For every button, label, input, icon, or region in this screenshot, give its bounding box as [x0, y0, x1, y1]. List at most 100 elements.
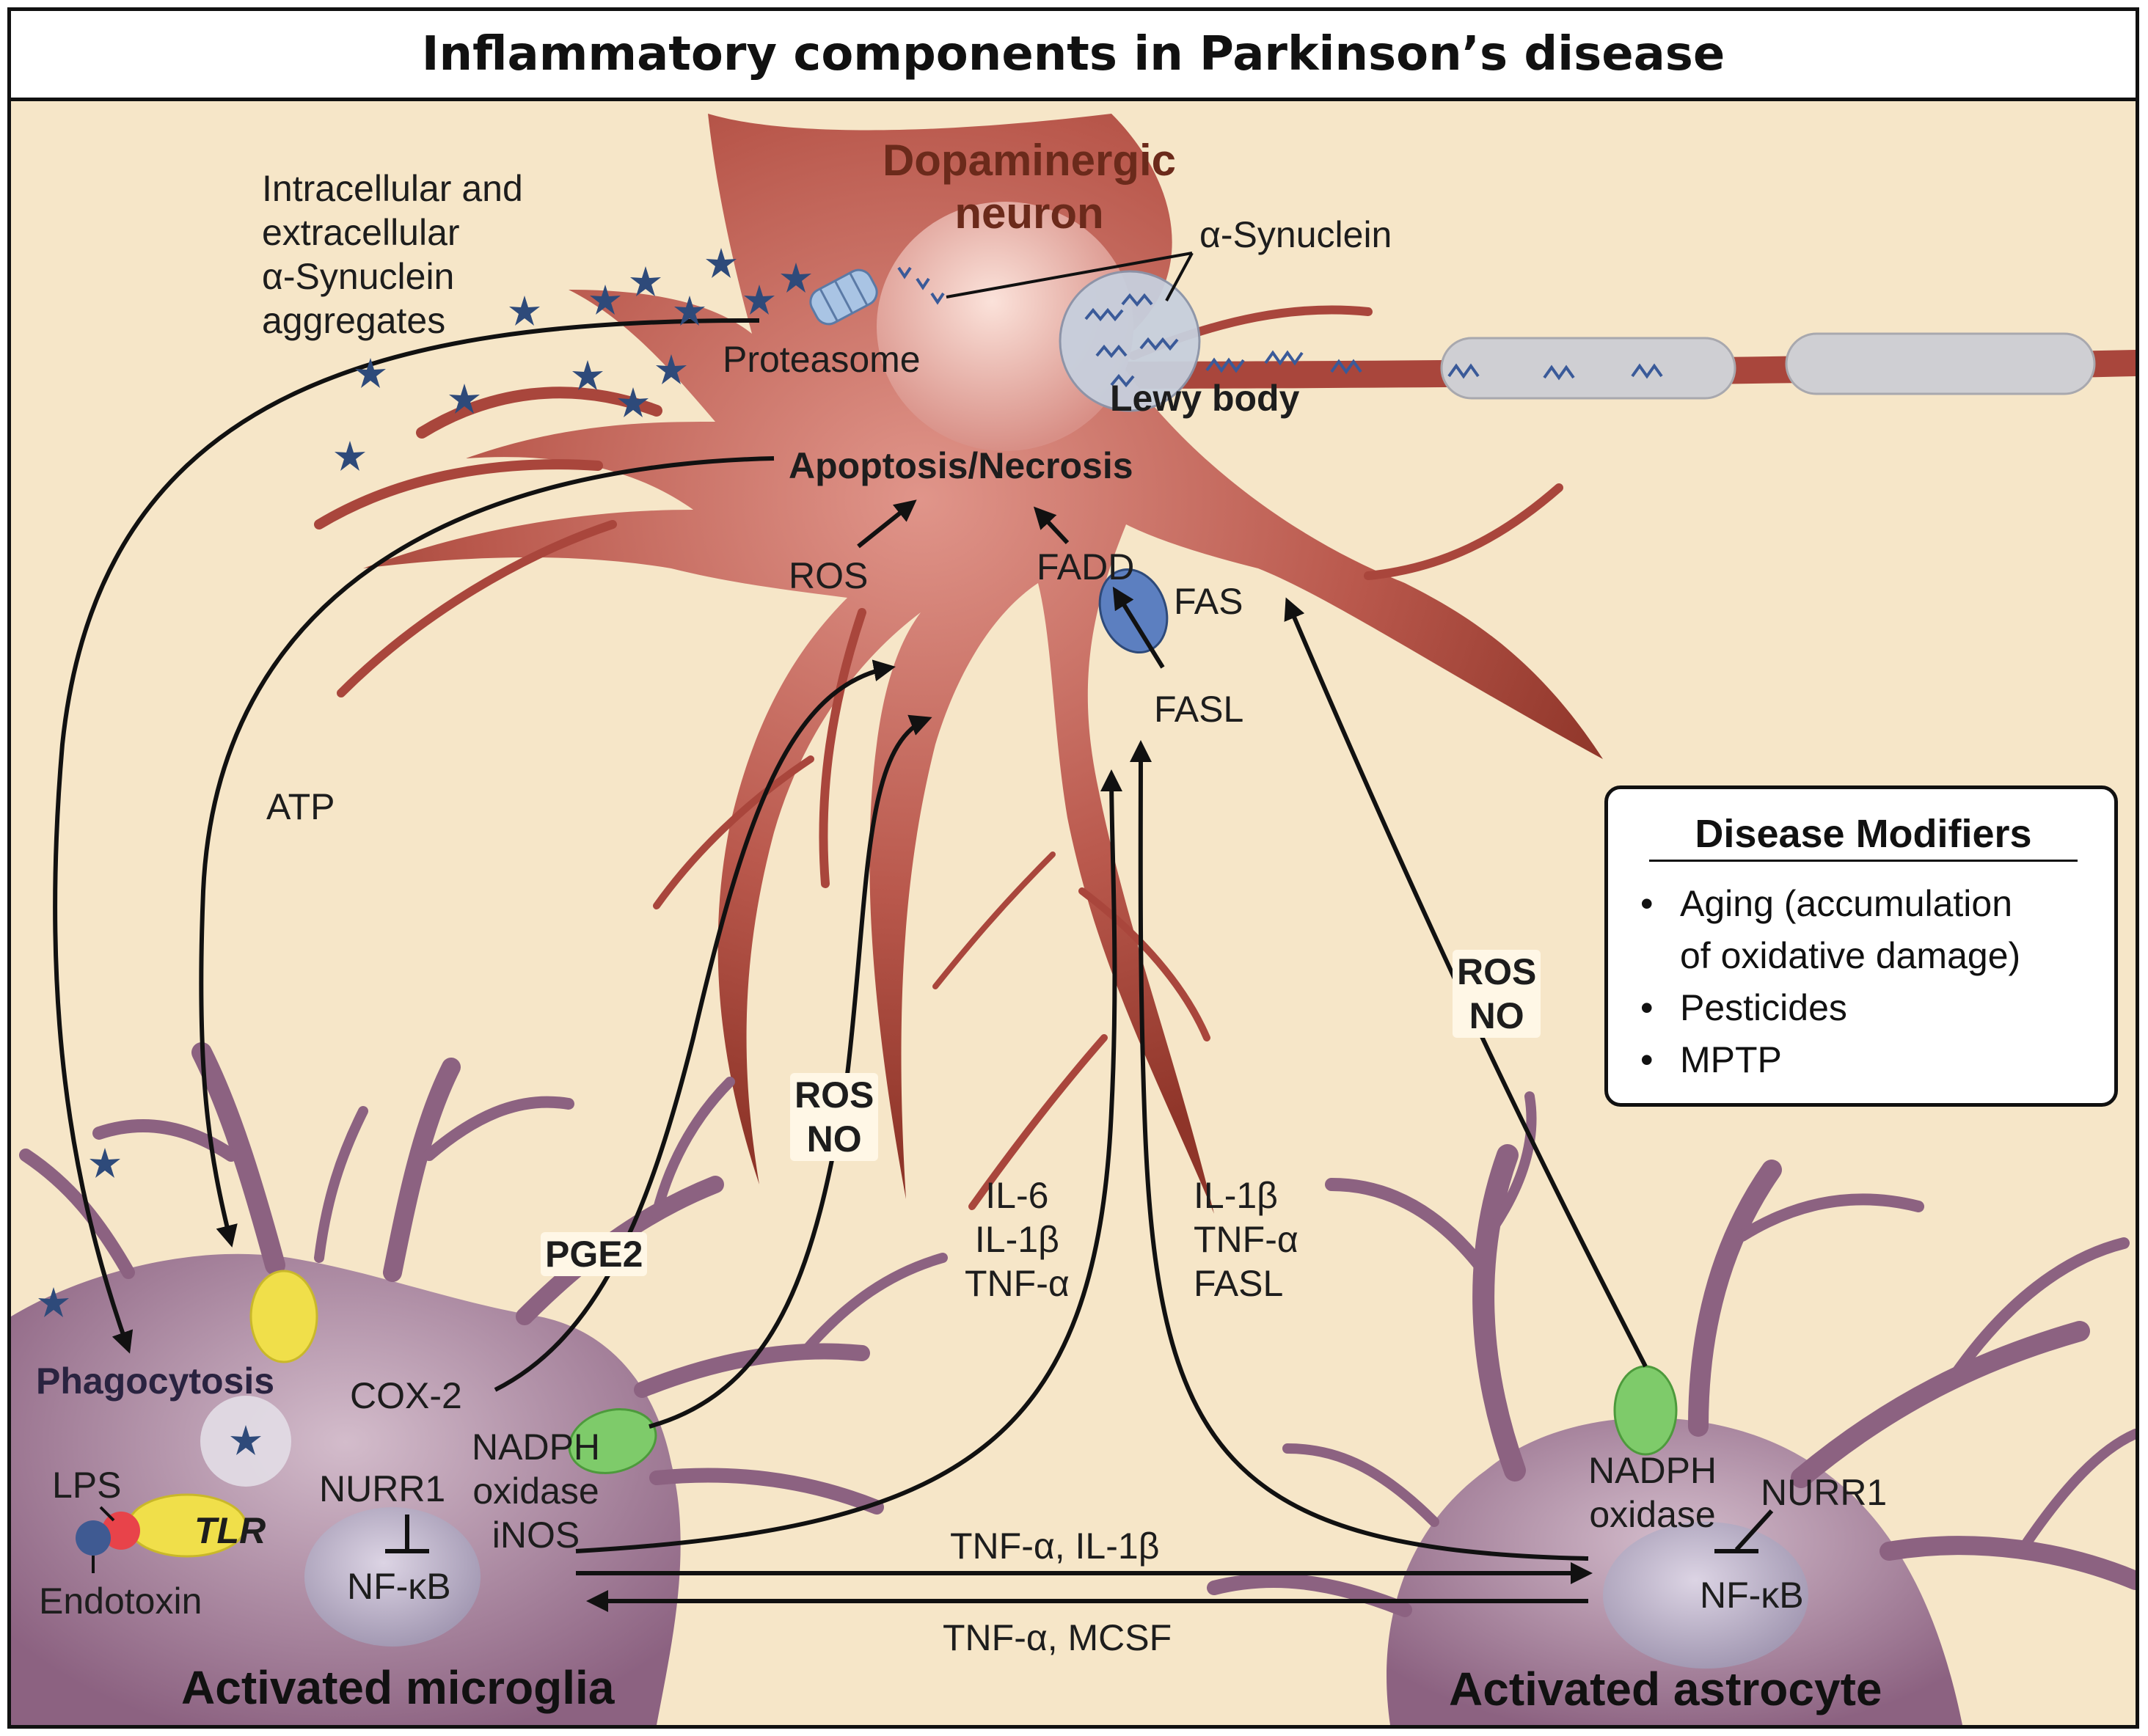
signal-arrows: [53, 318, 1648, 1612]
microglia-nadph-oxidase: [568, 1408, 657, 1474]
astrocyte-nfkb-label: NF-κB: [1700, 1575, 1804, 1616]
aggregate-star: [38, 1287, 69, 1317]
microglia-cell: [11, 1042, 948, 1725]
to-microglia-label: TNF-α, MCSF: [943, 1617, 1172, 1658]
lps-molecule: [102, 1512, 140, 1550]
astrocyte-nurr1-label: NURR1: [1761, 1472, 1888, 1513]
modifier-item-pesticides: Pesticides: [1634, 982, 2092, 1034]
aggregate-star: [618, 387, 649, 417]
cytokine-il1b-astro: IL-1β: [1194, 1175, 1278, 1216]
tlr-label: TLR: [194, 1510, 266, 1551]
astrocyte-nadph-line1: NADPH: [1588, 1450, 1717, 1491]
arrow-pge2: [494, 659, 896, 1392]
astrocyte-nucleus: [1603, 1522, 1808, 1669]
microglia-nfkb-label: NF-κB: [347, 1566, 451, 1607]
microglia-no-text: NO: [806, 1118, 862, 1160]
atp-label: ATP: [266, 786, 335, 827]
astrocyte-ros-text: ROS: [1457, 951, 1537, 992]
aggregate-star: [335, 441, 365, 471]
aggregates-label-line4: aggregates: [262, 300, 446, 341]
diagram-artwork: [11, 114, 2136, 1725]
modifier-item-mptp: MPTP: [1634, 1034, 2092, 1086]
aggregate-star: [449, 384, 480, 414]
astrocyte-nadph-label: NADPH oxidase: [1588, 1449, 1717, 1537]
lps-pointer: [99, 1506, 115, 1522]
to-astrocyte-label: TNF-α, IL-1β: [950, 1526, 1160, 1567]
cytokine-tnfa-astro: TNF-α: [1194, 1219, 1298, 1260]
astrocyte-nadph-oxidase: [1613, 1365, 1678, 1456]
aggregates-label-line1: Intracellular and: [262, 168, 523, 209]
aggregate-star: [674, 296, 705, 326]
aggregate-star: [630, 266, 661, 296]
microglia-ros-no-label: ROS NO: [790, 1073, 879, 1161]
aggregate-star: [656, 354, 687, 384]
aggregate-stars: [38, 248, 811, 1455]
proteasome: [809, 268, 878, 326]
aggregate-star: [355, 358, 386, 388]
ros-label: ROS: [789, 555, 869, 596]
alpha-synuclein-label: α-Synuclein: [1199, 214, 1392, 255]
arrow-astrocyte-cytokines: [1129, 740, 1589, 1561]
disease-modifiers-list: Aging (accumulation of oxidative damage)…: [1634, 878, 2092, 1086]
microglia-inos: iNOS: [492, 1515, 580, 1556]
arrow-atp: [199, 456, 775, 1248]
axon-synuclein-fibrils: [1205, 350, 1663, 381]
endotoxin-label: Endotoxin: [39, 1581, 202, 1622]
aggregate-star: [572, 360, 603, 390]
astrocyte-title: Activated astrocyte: [1449, 1663, 1882, 1715]
aggregate-star: [590, 285, 621, 315]
cytokine-fasl-astro: FASL: [1194, 1263, 1284, 1304]
lewy-body: [1059, 270, 1201, 412]
proteasome-label: Proteasome: [723, 339, 921, 380]
synuclein-monomers: [897, 266, 945, 305]
astrocyte-cytokines-label: IL-1β TNF-α FASL: [1194, 1173, 1298, 1305]
astrocyte-ros-no-label: ROS NO: [1453, 950, 1541, 1038]
microglia-nucleus: [304, 1507, 481, 1647]
cytokine-tnfa: TNF-α: [965, 1263, 1070, 1304]
aggregate-star: [706, 248, 737, 278]
fadd-label: FADD: [1037, 546, 1135, 587]
neuron-nucleus: [877, 202, 1133, 451]
aggregates-label-line2: extracellular: [262, 212, 460, 253]
microglia-ros-text: ROS: [794, 1074, 874, 1116]
aggregate-star: [744, 285, 775, 315]
fasl-label: FASL: [1154, 689, 1244, 730]
microglia-nadph-line2: oxidase: [472, 1471, 599, 1512]
cox2-label: COX-2: [350, 1375, 462, 1416]
arrow-fadd-to-apoptosis: [1033, 506, 1070, 545]
microglia-cytokines-label: IL-6 IL-1β TNF-α: [965, 1173, 1070, 1305]
synuclein-pointer-2: [1165, 252, 1194, 301]
microglia-title: Activated microglia: [181, 1661, 615, 1714]
modifier-item-aging-cont: of oxidative damage): [1680, 935, 2021, 976]
cytokine-il1b: IL-1β: [974, 1219, 1059, 1260]
arrow-ros-to-apoptosis: [857, 499, 917, 549]
microglia-nurr1-label: NURR1: [319, 1468, 446, 1509]
astrocyte-nadph-line2: oxidase: [1589, 1494, 1716, 1535]
phagocytosis-receptor: [249, 1270, 318, 1363]
pge2-label: PGE2: [541, 1232, 648, 1276]
diagram-frame: Inflammatory components in Parkinson’s d…: [7, 7, 2139, 1729]
diagram-title: Inflammatory components in Parkinson’s d…: [421, 27, 1725, 81]
lewy-body-label: Lewy body: [1110, 378, 1300, 419]
apoptosis-label: Apoptosis/Necrosis: [789, 445, 1133, 486]
endotoxin-molecule: [76, 1520, 111, 1556]
neuron-label: Dopaminergic neuron: [839, 134, 1220, 240]
aggregate-star: [90, 1148, 120, 1178]
arrow-fasl-to-fas: [1112, 586, 1165, 669]
microglia-nadph-line1: NADPH: [472, 1426, 601, 1468]
modifier-item-aging: Aging (accumulation: [1634, 878, 2092, 930]
title-bar: Inflammatory components in Parkinson’s d…: [11, 11, 2136, 101]
arrow-aggregates-to-phagocytosis: [53, 318, 760, 1354]
fas-label: FAS: [1174, 581, 1243, 622]
aggregates-label: Intracellular and extracellular α-Synucl…: [262, 166, 523, 343]
lps-label: LPS: [52, 1465, 122, 1506]
disease-modifiers-box: Disease Modifiers Aging (accumulation of…: [1604, 785, 2118, 1107]
cytokine-il6: IL-6: [985, 1175, 1049, 1216]
arrow-astrocyte-ros-no: [1284, 597, 1648, 1368]
neuron-label-line2: neuron: [954, 188, 1104, 238]
astrocyte-no-text: NO: [1469, 995, 1524, 1036]
aggregate-star: [509, 296, 540, 326]
aggregate-star: [781, 263, 811, 293]
synuclein-pointer-1: [946, 252, 1193, 299]
microglia-nadph-label: NADPH oxidase iNOS: [472, 1425, 600, 1557]
